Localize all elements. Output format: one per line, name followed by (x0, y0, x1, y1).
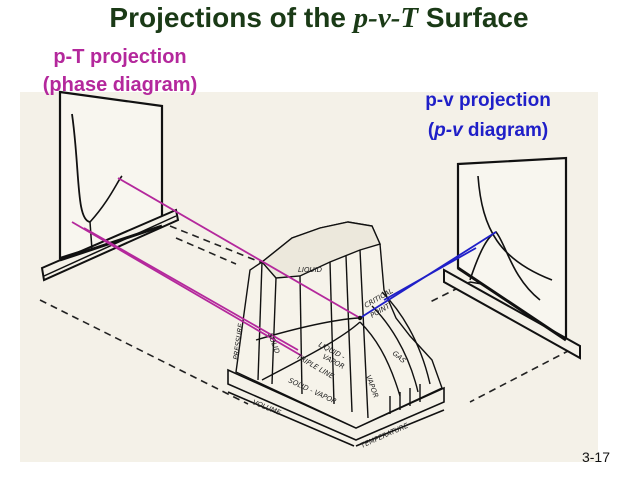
pv-label-line2: (p-v diagram) (398, 116, 578, 146)
pv-label-line1: p-v projection (425, 90, 551, 111)
pv-projection-line (359, 231, 497, 319)
pv-label-open: ( (427, 120, 435, 141)
pv-projection-panel (443, 156, 581, 360)
pt-projection-label: p-T projection (phase diagram) (0, 43, 240, 99)
title-suffix: Surface (425, 2, 529, 33)
page-number: 3-17 (581, 449, 610, 465)
title-pvt: p-v-T (353, 2, 419, 34)
pv-label-close: diagram) (462, 120, 549, 141)
pv-projection-label: p-v projection (p-v diagram) (398, 86, 578, 146)
liquid-region-label: LIQUID (298, 266, 323, 274)
pv-label-italic: p-v (434, 120, 463, 141)
critical-point-marker (357, 315, 363, 321)
slide-title: Projections of the p-v-T Surface (0, 2, 638, 35)
pt-label-line2: (phase diagram) (42, 74, 198, 96)
pt-projection-lines (71, 177, 361, 357)
title-prefix: Projections of the (109, 2, 346, 33)
surface-base-block (227, 368, 445, 447)
pt-label-line1: p-T projection (53, 46, 187, 68)
